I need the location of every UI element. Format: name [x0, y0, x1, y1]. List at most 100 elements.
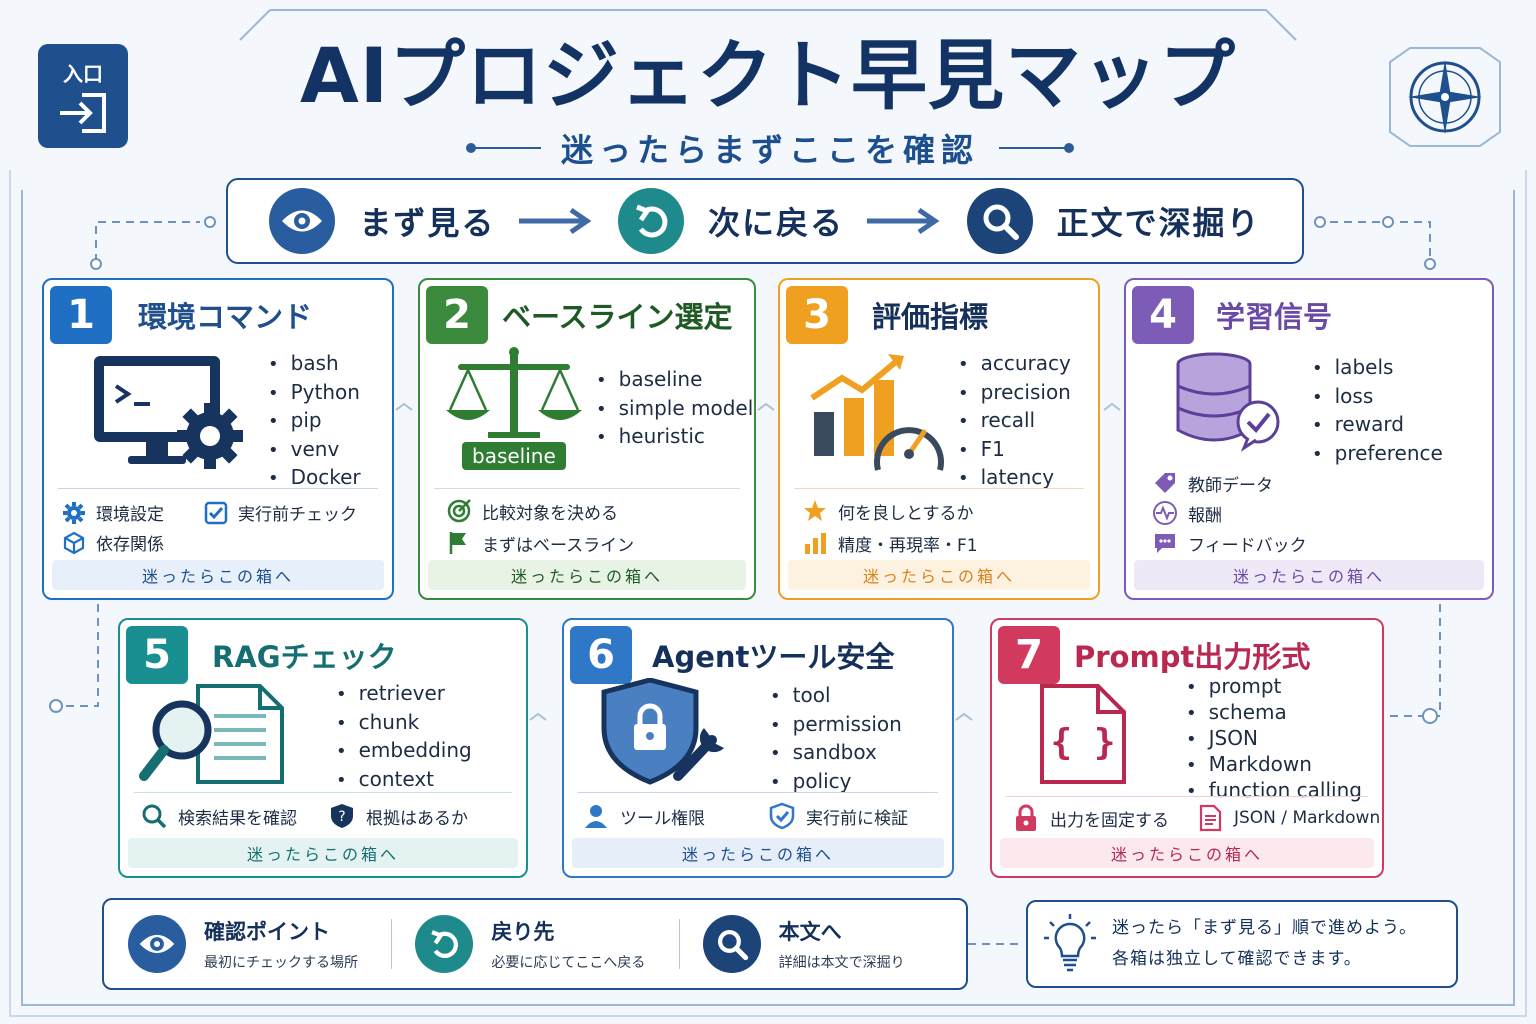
card-number: 2	[426, 286, 488, 344]
eye-icon	[269, 188, 336, 254]
shield-lock-wrench-icon	[601, 678, 724, 785]
card-title: 学習信号	[1216, 300, 1333, 334]
magnifier-icon	[702, 915, 761, 973]
note-text: 実行前に検証	[806, 808, 908, 829]
card-note: 報酬	[1152, 500, 1222, 526]
compass-icon	[1389, 47, 1501, 147]
note-text: 検索結果を確認	[178, 808, 297, 829]
card-note: フィードバック	[1152, 530, 1307, 556]
note-text: JSON / Markdown	[1234, 808, 1381, 828]
note-text: 依存関係	[96, 535, 164, 555]
note-text: 何を良しとするか	[838, 503, 974, 524]
package-icon	[63, 531, 85, 554]
card-note: JSON / Markdown	[1196, 804, 1380, 832]
keyword: venv	[268, 436, 361, 465]
keyword: permission	[770, 711, 902, 740]
card-environment-commands[interactable]: 1 環境コマンド bash Python pip venv Docker 環境設…	[42, 278, 394, 600]
subtitle-line-right	[999, 143, 1075, 153]
keyword: accuracy	[958, 350, 1071, 379]
legend-desc: 最初にチェックする場所	[204, 955, 358, 971]
legend-title: 戻り先	[491, 920, 555, 944]
note-text: フィードバック	[1188, 535, 1307, 556]
card-rag-check[interactable]: 5 RAGチェック retriever chunk embedding cont…	[118, 618, 528, 878]
keyword-list: prompt schema JSON Markdown function cal…	[1186, 674, 1362, 804]
card-note: まずはベースライン	[446, 530, 634, 556]
document-icon	[1199, 804, 1222, 832]
card-title: ベースライン選定	[502, 300, 733, 334]
card-footer-link[interactable]: 迷ったらこの箱へ	[428, 560, 746, 590]
user-icon	[585, 805, 607, 828]
keyword: chunk	[336, 709, 472, 738]
note-text: 実行前チェック	[238, 505, 357, 525]
keyword: simple model	[596, 395, 754, 424]
tag-icon	[1155, 473, 1175, 493]
card-note: 実行前に検証	[768, 802, 908, 830]
card-note: 環境設定	[62, 500, 164, 525]
svg-text:{ }: { }	[1050, 722, 1115, 763]
keyword: pip	[268, 407, 361, 436]
card-prompt-output-format[interactable]: 7 Prompt出力形式 { } prompt schema JSON Mark…	[990, 618, 1384, 878]
keyword: function calling	[1186, 778, 1362, 804]
card-title: Agentツール安全	[652, 640, 895, 674]
svg-text:?: ?	[338, 809, 345, 825]
card-number: 3	[786, 286, 848, 344]
card-learning-signal[interactable]: 4 学習信号 labels loss reward preference 教師デ…	[1124, 278, 1494, 600]
card-divider	[794, 488, 1084, 489]
card-agent-tool-safety[interactable]: 6 Agentツール安全 tool permission sandbox pol…	[562, 618, 954, 878]
card-footer-link[interactable]: 迷ったらこの箱へ	[788, 560, 1090, 590]
card-baseline-selection[interactable]: 2 ベースライン選定 baseline baseline simple mode…	[418, 278, 756, 600]
flow-step-look[interactable]: まず見る	[269, 188, 495, 254]
card-divider	[434, 488, 740, 489]
page-subtitle: 迷ったらまずここを確認	[561, 131, 980, 169]
flow-step-deep-dive[interactable]: 正文で深掘り	[966, 188, 1261, 254]
keyword: retriever	[336, 680, 472, 709]
lock-icon	[1016, 804, 1036, 831]
card-number: 6	[570, 626, 632, 684]
card-divider	[1006, 796, 1368, 797]
card-evaluation-metrics[interactable]: 3 評価指標 accuracy precision recall F1 late…	[778, 278, 1100, 600]
enter-icon	[60, 92, 106, 133]
target-icon	[447, 499, 471, 523]
legend-desc: 必要に応じてここへ戻る	[491, 955, 646, 971]
keyword: heuristic	[596, 423, 753, 452]
card-note: 何を良しとするか	[802, 498, 974, 524]
tip-box: 迷ったら「まず見る」順で進めよう。 各箱は独立して確認できます。	[1026, 900, 1458, 988]
subtitle-line-left	[466, 143, 541, 153]
keyword-list: bash Python pip venv Docker	[268, 350, 361, 493]
card-footer-link[interactable]: 迷ったらこの箱へ	[128, 838, 518, 868]
keyword-list: accuracy precision recall F1 latency	[958, 350, 1071, 493]
keyword-list: retriever chunk embedding context	[336, 680, 472, 794]
document-search-icon	[139, 684, 284, 784]
flow-step-return[interactable]: 次に戻る	[617, 188, 844, 254]
note-text: 環境設定	[96, 505, 164, 525]
keyword: reward	[1312, 411, 1443, 440]
note-text: まずはベースライン	[482, 535, 635, 556]
note-text: 教師データ	[1188, 475, 1273, 496]
flag-icon	[449, 532, 466, 554]
card-footer-link[interactable]: 迷ったらこの箱へ	[1134, 560, 1484, 590]
entry-badge: 入口	[38, 44, 128, 148]
card-footer-link[interactable]: 迷ったらこの箱へ	[1000, 838, 1374, 868]
card-footer-link[interactable]: 迷ったらこの箱へ	[52, 560, 384, 590]
keyword: Docker	[268, 464, 361, 493]
card-note: 依存関係	[62, 530, 164, 555]
braces-document-icon: { }	[1040, 684, 1126, 784]
card-number: 4	[1132, 286, 1194, 344]
scale-icon	[446, 347, 582, 438]
card-note: 教師データ	[1152, 470, 1273, 496]
eye-icon	[128, 915, 186, 973]
card-number: 7	[998, 626, 1060, 684]
keyword: bash	[268, 350, 361, 379]
keyword: embedding	[336, 737, 472, 766]
keyword: Markdown	[1186, 752, 1362, 778]
keyword: baseline	[596, 366, 753, 395]
keyword: JSON	[1186, 726, 1362, 752]
keyword: precision	[958, 379, 1071, 408]
card-note: 精度・再現率・F1	[802, 530, 978, 556]
star-icon	[804, 500, 826, 521]
keyword: F1	[958, 436, 1071, 465]
bar-chart-icon	[805, 533, 826, 554]
card-footer-link[interactable]: 迷ったらこの箱へ	[572, 838, 944, 868]
database-check-icon	[1176, 352, 1280, 452]
flow-bar: まず見る 次に戻る 正文で深掘り	[226, 178, 1304, 264]
